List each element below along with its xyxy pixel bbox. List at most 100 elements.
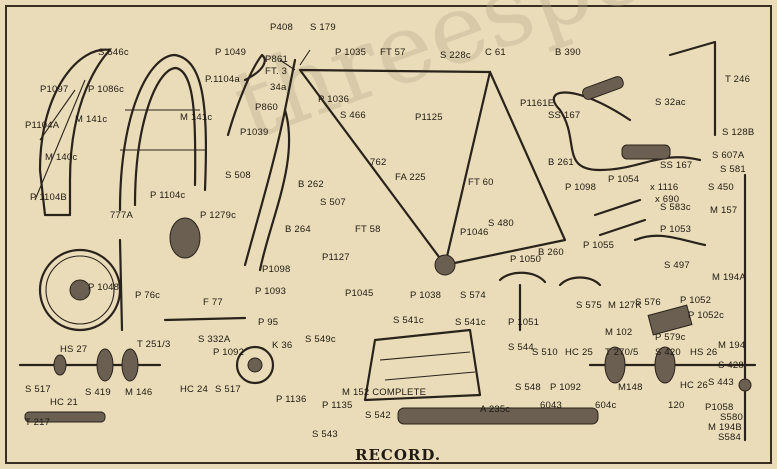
- label-m194b: M 194B: [708, 422, 742, 433]
- handlebar-stem: [668, 40, 717, 137]
- label-m102: M 102: [605, 327, 632, 338]
- label-p861: P861: [265, 54, 288, 65]
- label-a235c: A 235c: [480, 404, 510, 415]
- label-p1053: P 1053: [660, 224, 691, 235]
- plate-border: [5, 5, 772, 464]
- label-x1116: x 1116: [650, 182, 678, 193]
- label-s480: S 480: [488, 218, 514, 229]
- gear-cable: [738, 173, 752, 442]
- label-p1052: P 1052: [680, 295, 711, 306]
- label-p1051: P 1051: [508, 317, 539, 328]
- label-34a: 34a: [270, 82, 287, 93]
- label-ss167-b: SS 167: [660, 160, 692, 171]
- label-t251: T 251/3: [137, 339, 170, 350]
- label-p76c: P 76c: [135, 290, 160, 301]
- label-p1050: P 1050: [510, 254, 541, 265]
- label-s542: S 542: [365, 410, 391, 421]
- label-s607a: S 607A: [712, 150, 745, 161]
- label-s128b: S 128B: [722, 127, 754, 138]
- label-p1097: P1097: [40, 84, 68, 95]
- label-ft3: FT. 3: [265, 66, 287, 77]
- label-m148: M148: [618, 382, 643, 393]
- front-mudguard: [34, 48, 112, 217]
- front-hub: [18, 348, 162, 382]
- chainguard: [226, 53, 266, 137]
- label-m194a: M 194A: [712, 272, 746, 283]
- label-p1127: P1127: [322, 252, 350, 263]
- label-p1135: P 1135: [322, 400, 352, 411]
- label-b260: B 260: [538, 247, 564, 258]
- bell: [169, 217, 201, 259]
- label-p1039: P1039: [240, 127, 268, 138]
- rear-mudguard: [118, 53, 207, 212]
- label-s581: S 581: [720, 164, 746, 175]
- label-p408: P408: [270, 22, 293, 33]
- label-p1104a: P1104A: [25, 120, 60, 131]
- calliper-brake: [498, 271, 602, 332]
- label-s574: S 574: [460, 290, 486, 301]
- label-p1104c: P 1104c: [150, 190, 185, 201]
- label-777a: 777A: [110, 210, 133, 221]
- chainwheel: [38, 248, 122, 332]
- label-hc21: HC 21: [50, 397, 78, 408]
- label-p1125: P1125: [415, 112, 443, 123]
- label-s419: S 419: [85, 387, 111, 398]
- label-s420: S 420: [655, 347, 681, 358]
- label-m141c: M 141c: [75, 114, 107, 125]
- label-p1058: P1058: [705, 402, 733, 413]
- label-s497: S 497: [664, 260, 690, 271]
- bicycle-frame: [243, 49, 567, 276]
- brake-levers: [593, 198, 707, 247]
- label-s541c-a: S 541c: [393, 315, 424, 326]
- label-p1098-a: P 1098: [565, 182, 596, 193]
- label-t270: T 270/5: [605, 347, 638, 358]
- label-hc26: HC 26: [680, 380, 708, 391]
- label-c61: C 61: [485, 47, 506, 58]
- label-s576: S 576: [635, 297, 661, 308]
- label-p1279c: P 1279c: [200, 210, 236, 221]
- label-p1035: P 1035: [335, 47, 366, 58]
- label-s517-a: S 517: [25, 384, 51, 395]
- label-s548: S 548: [515, 382, 541, 393]
- label-s443: S 443: [708, 377, 734, 388]
- label-s428: S 428: [718, 360, 744, 371]
- label-t217: T 217: [25, 417, 50, 428]
- label-m152: M 152 COMPLETE: [342, 387, 426, 398]
- label-p1104b: P 1104B: [30, 192, 67, 203]
- label-s507: S 507: [320, 197, 346, 208]
- label-k36: K 36: [272, 340, 292, 351]
- label-p1054: P 1054: [608, 174, 639, 185]
- handlebar: [552, 76, 702, 172]
- label-b264: B 264: [285, 224, 311, 235]
- label-hs26: HS 26: [690, 347, 717, 358]
- label-hc25: HC 25: [565, 347, 593, 358]
- label-ss167-a: SS 167: [548, 110, 580, 121]
- label-p1046: P1046: [460, 227, 488, 238]
- label-fa225: FA 225: [395, 172, 426, 183]
- seat-pin: [24, 411, 106, 423]
- label-ft60: FT 60: [468, 177, 494, 188]
- pedal: [363, 328, 482, 402]
- label-p1093: P 1093: [255, 286, 286, 297]
- label-m194: M 194: [718, 340, 745, 351]
- cotter-pin-spanner: [163, 316, 247, 322]
- label-p1049: P 1049: [215, 47, 246, 58]
- label-p1055: P 1055: [583, 240, 614, 251]
- label-s179: S 179: [310, 22, 336, 33]
- label-b261: B 261: [548, 157, 574, 168]
- label-p1104a-2: P.1104a: [205, 74, 240, 85]
- pump: [397, 407, 599, 425]
- label-ft58: FT 58: [355, 224, 381, 235]
- label-hs27: HS 27: [60, 344, 87, 355]
- label-p1036: P 1036: [318, 94, 349, 105]
- label-s32ac: S 32ac: [655, 97, 686, 108]
- label-p1136: P 1136: [276, 394, 306, 405]
- label-m141c-2: M 141c: [180, 112, 212, 123]
- label-t246: T 246: [725, 74, 750, 85]
- label-ft57: FT 57: [380, 47, 406, 58]
- label-s517-b: S 517: [215, 384, 241, 395]
- label-m157: M 157: [710, 205, 737, 216]
- label-s450: S 450: [708, 182, 734, 193]
